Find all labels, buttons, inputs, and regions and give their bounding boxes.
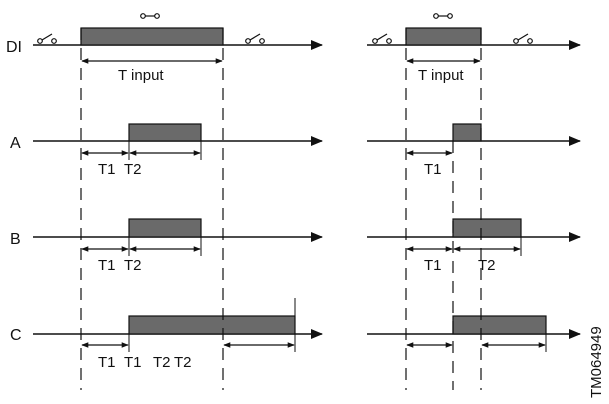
label-a-t1-left: T1 [98,161,116,178]
label-c-t1b-left: T1 [124,354,142,371]
label-c-t2-left: T2 [153,354,171,371]
label-c-t1-left: T1 [98,354,116,371]
switch-open-icon [245,33,265,44]
label-t-input-left: T input [118,67,164,84]
switch-open-icon [513,33,533,44]
switch-open-icon [37,33,57,44]
label-c-t2b-left: T2 [174,354,192,371]
pulse-a-left [128,123,202,142]
pulse-b-left [128,218,202,238]
row-label-a: A [10,135,21,152]
label-b-t1-left: T1 [98,257,116,274]
pulse-b-right [452,218,522,238]
pulse-di-right [405,27,482,46]
label-b-t2-left: T2 [124,257,142,274]
pulse-c-right [452,315,547,335]
label-a-t1-right: T1 [424,161,442,178]
row-label-c: C [10,327,22,344]
switch-closed-icon [140,13,160,19]
label-b-t2-right: T2 [478,257,496,274]
switch-closed-icon [433,13,453,19]
pulse-c-left [128,315,296,335]
pulse-a-right [452,123,482,142]
document-id: TM064949 [588,326,605,398]
row-label-di: DI [6,39,22,56]
label-t-input-right: T input [418,67,464,84]
label-a-t2-left: T2 [124,161,142,178]
pulse-di-left [80,27,224,46]
label-b-t1-right: T1 [424,257,442,274]
row-label-b: B [10,231,21,248]
switch-open-icon [372,33,392,44]
